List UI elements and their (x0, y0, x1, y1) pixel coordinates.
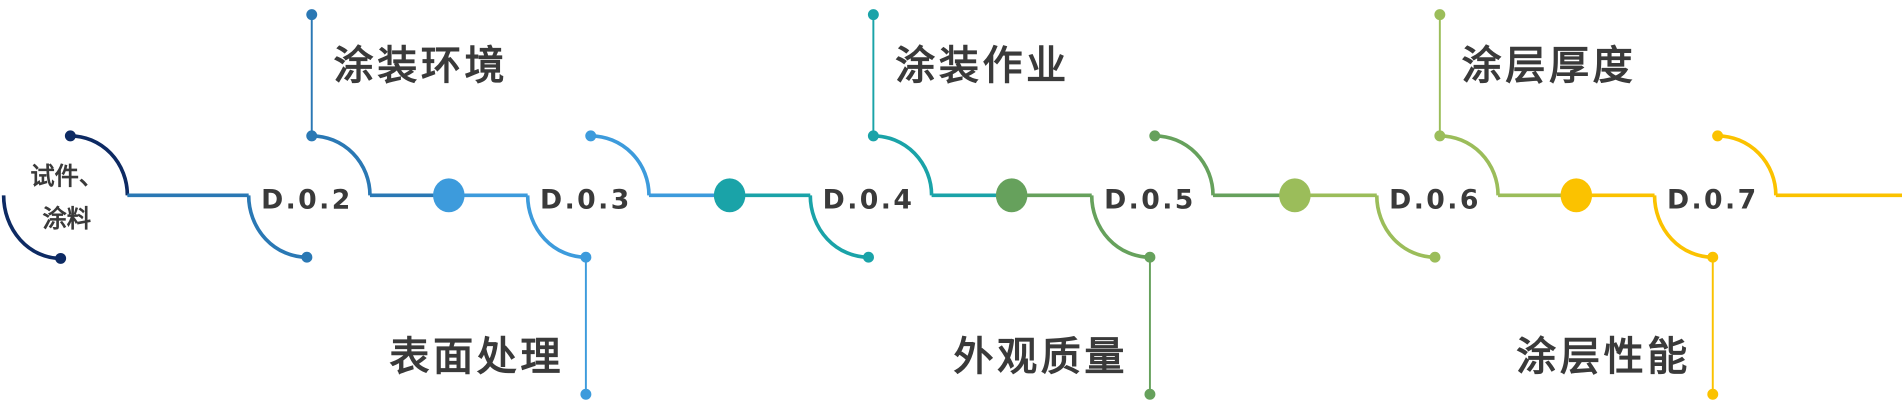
stage-code: D.0.2 (261, 185, 353, 216)
stage-bottom-arc (525, 195, 586, 260)
milestone-dot (1560, 178, 1593, 213)
stage-top-dot (1712, 130, 1724, 142)
stage-code: D.0.5 (1104, 185, 1196, 216)
milestone-dot (1279, 178, 1311, 213)
stage-bottom-dot (580, 251, 592, 263)
stage-top-arc (1717, 134, 1778, 196)
stage-code: D.0.6 (1389, 185, 1481, 216)
stage-stem-end-dot (1707, 388, 1719, 400)
milestone-dot (713, 178, 746, 213)
stage-stem-end-dot (1144, 388, 1156, 400)
stage-bottom-dot (301, 251, 313, 263)
stage-bottom-dot (1144, 251, 1156, 263)
stage-code: D.0.3 (540, 185, 632, 216)
stage-bottom-arc (808, 195, 869, 260)
milestone-dot (433, 178, 465, 213)
stage-bottom-arc (1374, 195, 1436, 260)
stage-title: 涂装环境 (334, 43, 509, 89)
stage-top-dot (867, 130, 879, 142)
start-bottom-arc (1, 195, 61, 261)
stage-title: 涂层厚度 (1462, 43, 1637, 89)
stage-top-arc (1439, 134, 1500, 196)
stage-stem-end-dot (1434, 9, 1446, 21)
stage-top-arc (1154, 134, 1215, 196)
stage-stem-end-dot (580, 388, 592, 400)
stage-bottom-dot (863, 251, 874, 263)
stage-top-dot (306, 130, 318, 142)
stage-top-dot (1149, 130, 1161, 142)
stage-code: D.0.7 (1667, 185, 1759, 216)
stage-title: 涂层性能 (1516, 334, 1691, 380)
stage-title: 表面处理 (389, 334, 564, 380)
stage-title: 涂装作业 (895, 43, 1070, 89)
start-top-arc (70, 134, 130, 196)
start-label-line2: 涂料 (42, 204, 91, 233)
start-top-dot (64, 130, 76, 142)
stage-title: 外观质量 (953, 334, 1128, 380)
milestone-dot (995, 178, 1028, 213)
stage-bottom-arc (246, 195, 307, 260)
stage-top-arc (590, 134, 651, 196)
stage-stem-end-dot (867, 9, 879, 21)
stage-bottom-arc (1652, 195, 1713, 260)
stage-top-arc (873, 134, 934, 196)
start-label-line1: 试件、 (30, 161, 103, 190)
stage-bottom-dot (1429, 251, 1441, 263)
stage-top-dot (1434, 130, 1446, 142)
start-bottom-dot (55, 252, 67, 264)
stage-top-arc (311, 134, 372, 196)
stage-bottom-arc (1089, 195, 1150, 260)
stage-stem-end-dot (306, 9, 318, 21)
stage-code: D.0.4 (823, 185, 915, 216)
stage-bottom-dot (1707, 251, 1719, 263)
stage-top-dot (585, 130, 597, 142)
